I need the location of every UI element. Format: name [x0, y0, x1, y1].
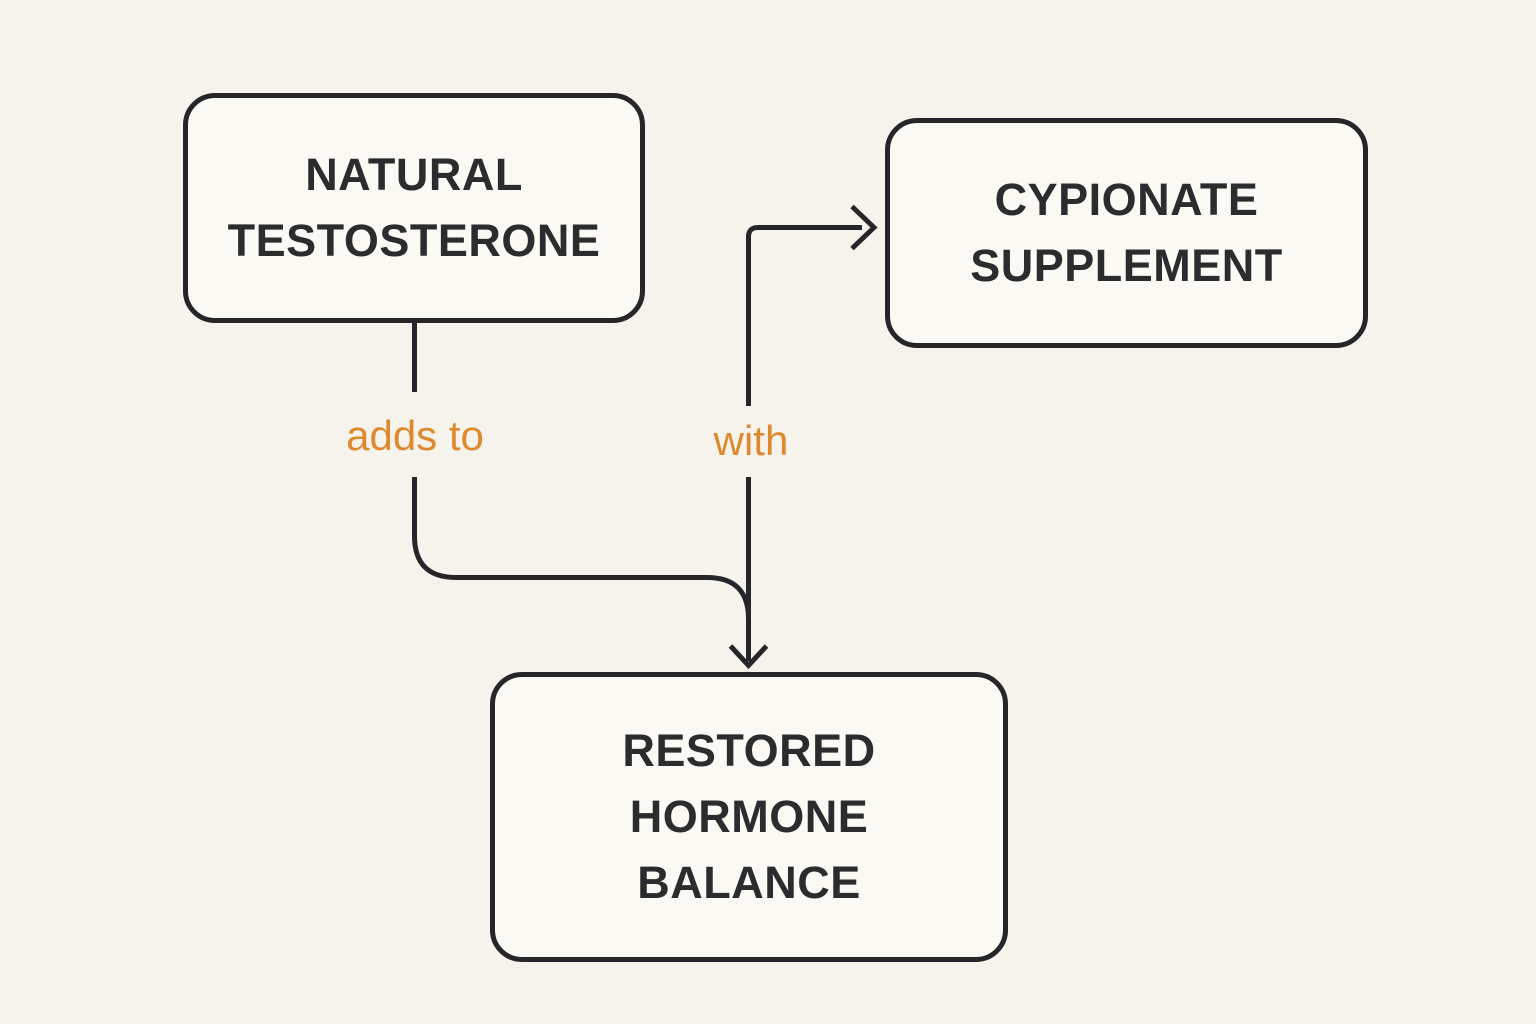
edge-adds-to-segment-bottom — [412, 477, 751, 661]
edge-label-adds-to: adds to — [340, 412, 490, 460]
node-text-line: NATURAL — [305, 149, 523, 200]
node-text-line: SUPPLEMENT — [970, 240, 1283, 291]
edge-with — [728, 204, 878, 670]
node-text-line: CYPIONATE — [994, 174, 1259, 225]
node-restored-hormone-balance: RESTORED HORMONE BALANCE — [490, 672, 1008, 962]
arrowhead-down-icon — [728, 644, 769, 670]
node-text-line: TESTOSTERONE — [227, 215, 601, 266]
node-text-line: RESTORED — [622, 725, 876, 776]
node-text-line: HORMONE — [629, 791, 869, 842]
node-natural-testosterone: NATURAL TESTOSTERONE — [183, 93, 645, 323]
node-cypionate-supplement: CYPIONATE SUPPLEMENT — [885, 118, 1368, 348]
edge-with-segment-up — [746, 225, 862, 406]
arrowhead-right-icon — [850, 204, 878, 251]
edge-label-with: with — [707, 417, 795, 465]
edge-adds-to — [412, 323, 751, 661]
node-text-line: BALANCE — [637, 857, 861, 908]
